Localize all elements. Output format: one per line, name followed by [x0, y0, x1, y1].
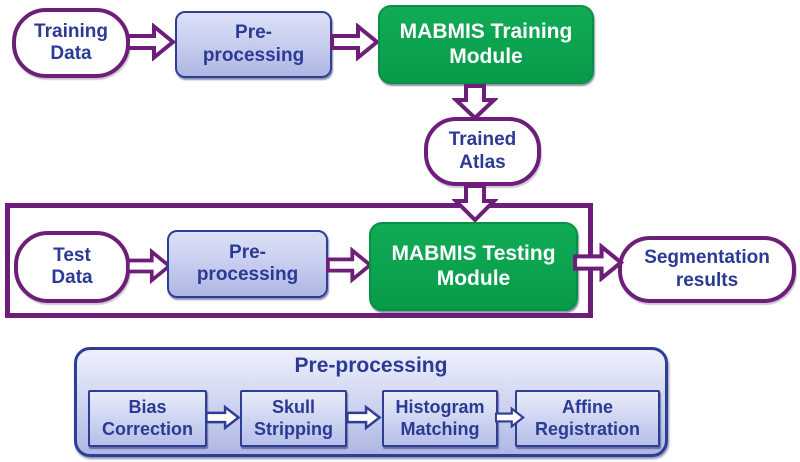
node-skull-stripping: Skull Stripping [240, 390, 347, 447]
arrow-right-icon [573, 243, 624, 282]
arrow-right-icon [126, 23, 176, 61]
node-mabmis-training-module: MABMIS Training Module [378, 5, 594, 84]
node-affine-registration: Affine Registration [515, 390, 660, 447]
node-segmentation-results: Segmentation results [618, 236, 796, 303]
node-histogram-matching: Histogram Matching [382, 390, 498, 447]
arrow-right-icon [326, 246, 373, 284]
arrow-right-icon [205, 404, 241, 431]
testing-module-label: MABMIS Testing Module [391, 241, 556, 290]
preprocessing-training-label: Pre- processing [202, 22, 305, 66]
arrow-down-icon [452, 84, 498, 120]
trained-atlas-label: Trained Atlas [448, 129, 517, 173]
affine-registration-label: Affine Registration [534, 397, 640, 439]
node-bias-correction: Bias Correction [88, 390, 207, 447]
training-data-label: Training Data [34, 20, 108, 64]
node-preprocessing-testing: Pre- processing [167, 230, 328, 298]
preprocessing-detail-title: Pre-processing [294, 354, 448, 377]
skull-stripping-label: Skull Stripping [254, 397, 333, 439]
arrow-right-icon [346, 404, 382, 431]
arrow-right-icon [495, 406, 525, 429]
preprocessing-testing-label: Pre- processing [196, 241, 299, 285]
node-training-data: Training Data [12, 8, 130, 78]
bias-correction-label: Bias Correction [101, 397, 193, 439]
node-test-data: Test Data [14, 231, 130, 303]
node-trained-atlas: Trained Atlas [424, 117, 541, 186]
arrow-right-icon [330, 23, 380, 61]
node-preprocessing-training: Pre- processing [175, 11, 332, 78]
arrow-right-icon [126, 247, 172, 285]
node-mabmis-testing-module: MABMIS Testing Module [369, 222, 578, 311]
test-data-label: Test Data [51, 244, 93, 288]
training-module-label: MABMIS Training Module [399, 19, 573, 68]
arrow-down-icon [452, 184, 498, 222]
segmentation-results-label: Segmentation results [644, 247, 770, 291]
histogram-matching-label: Histogram Matching [395, 397, 485, 439]
